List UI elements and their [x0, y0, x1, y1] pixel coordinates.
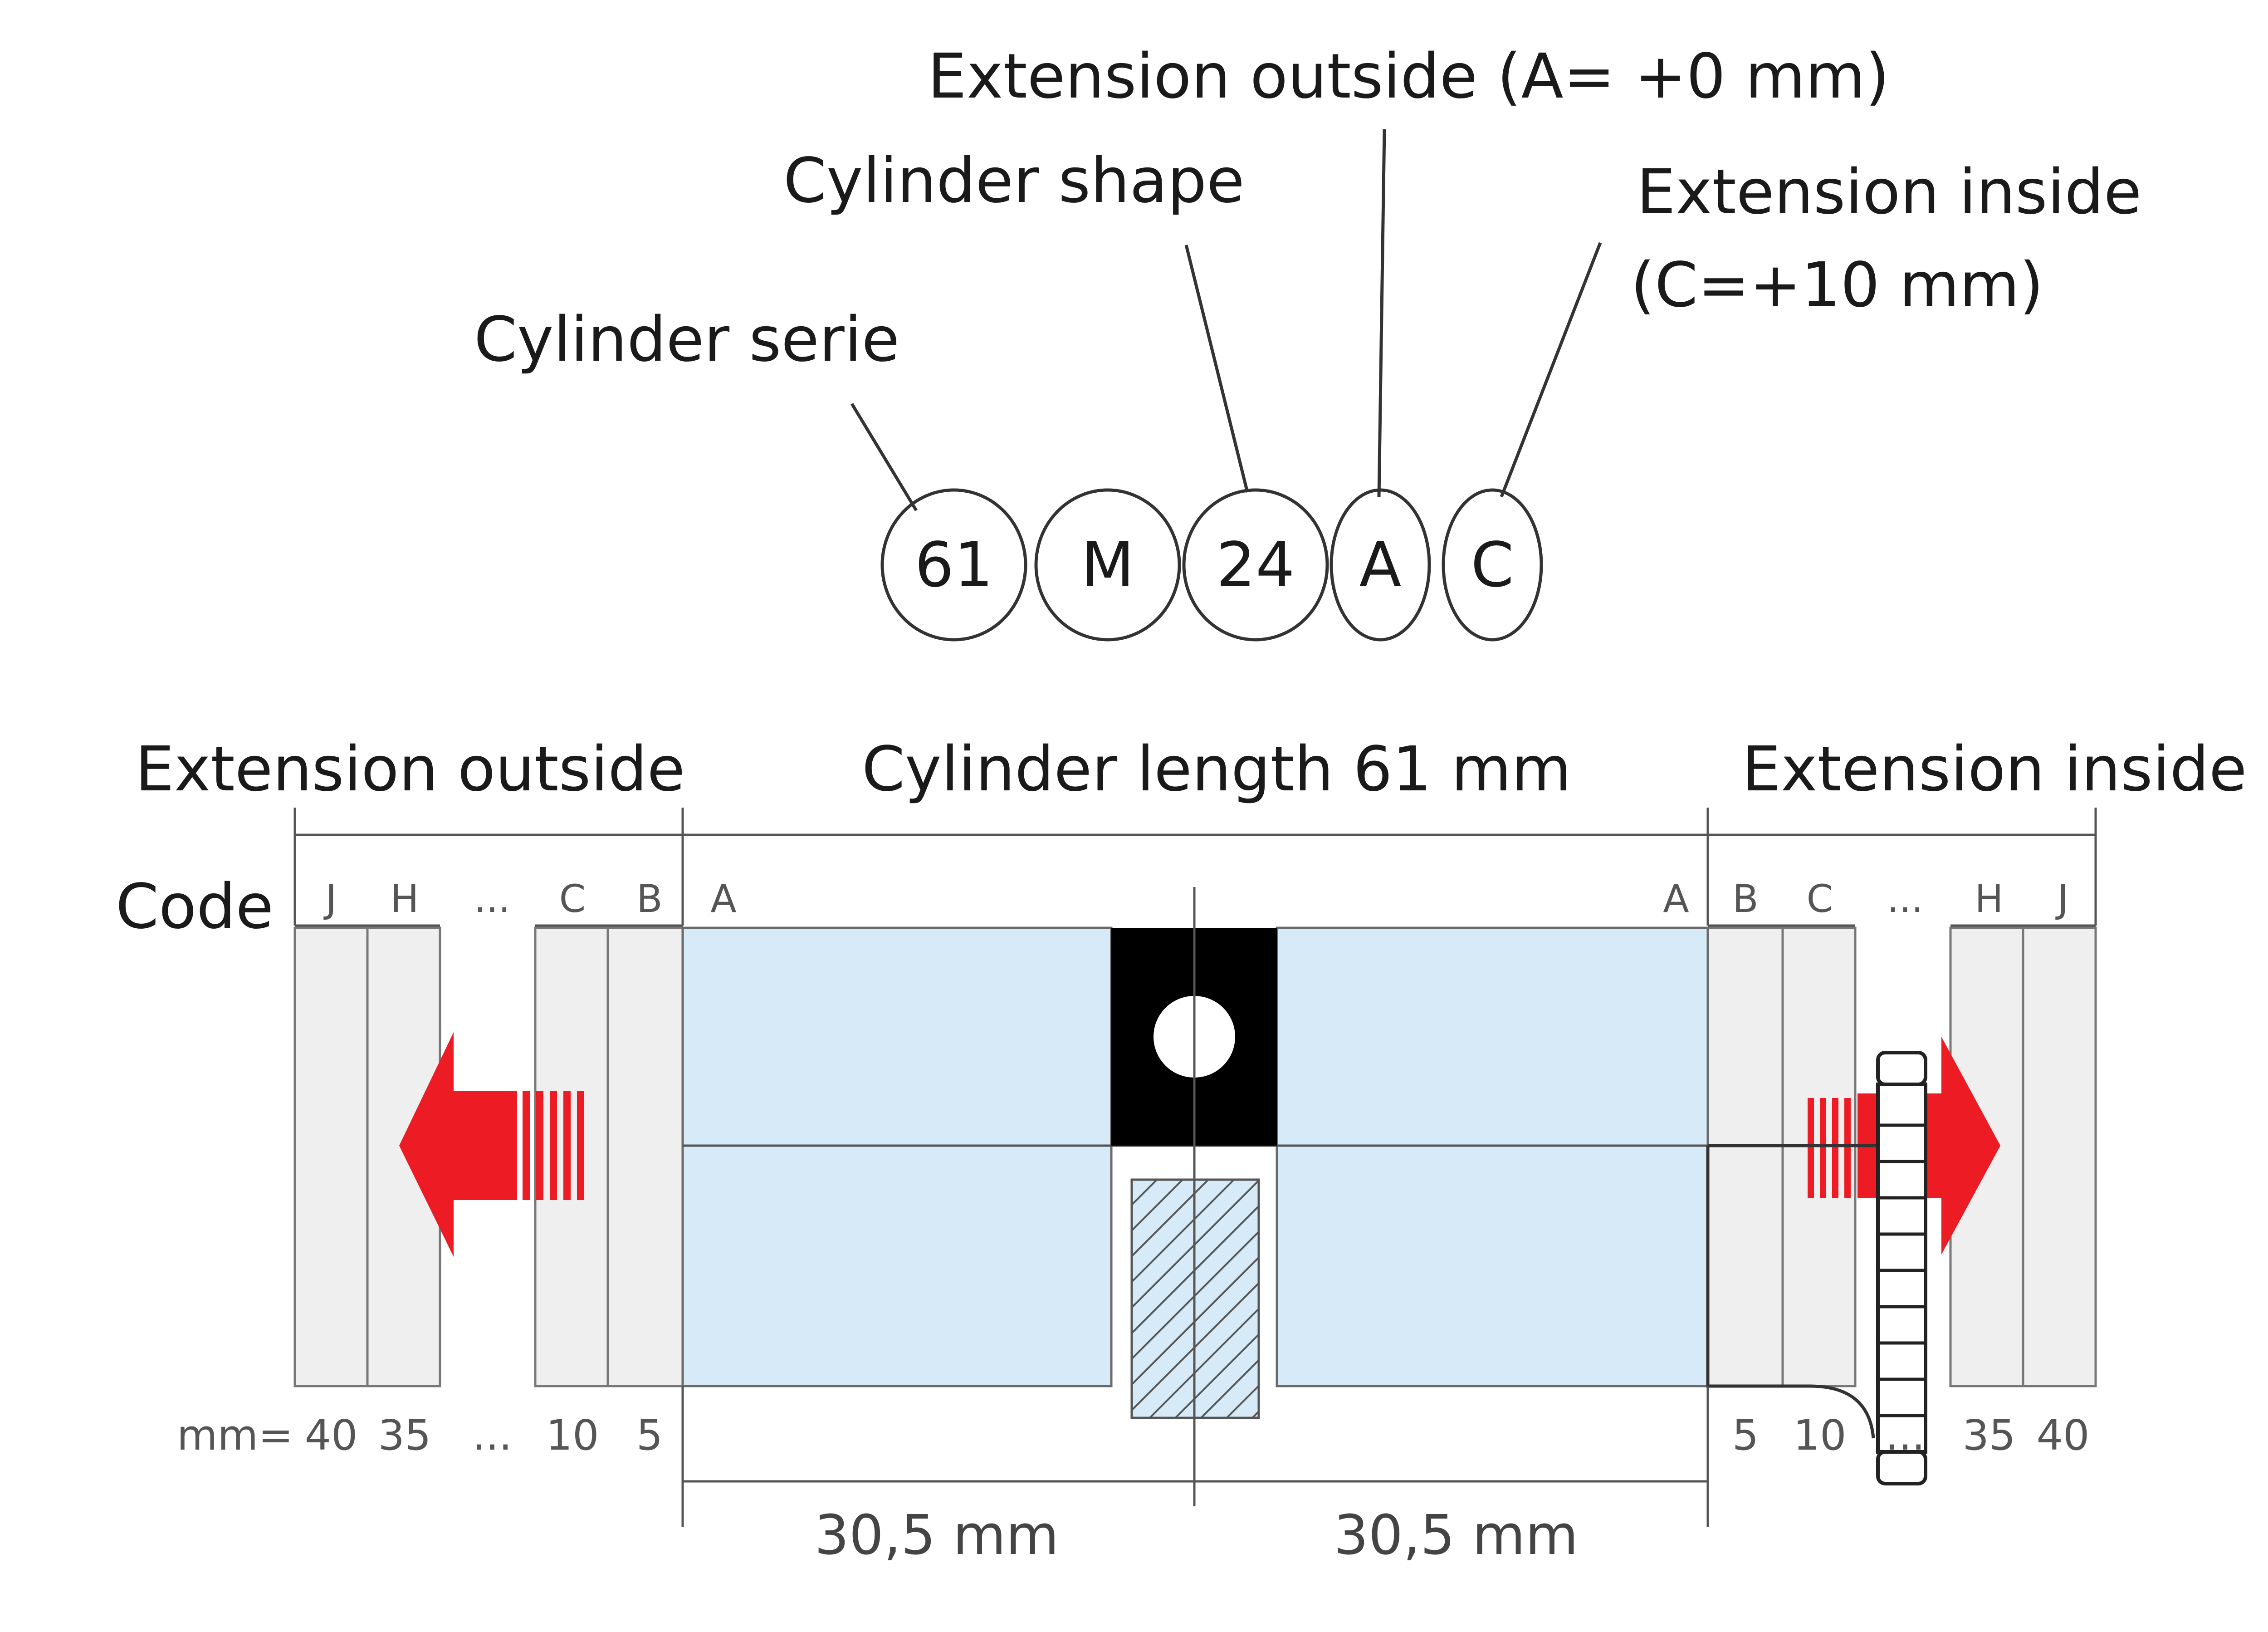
mm-value: 40: [304, 1411, 357, 1460]
code-letter: ...: [474, 877, 510, 921]
shape-leader-line: [1184, 245, 1249, 493]
code-letter: H: [390, 877, 419, 921]
code-part: A: [1359, 529, 1401, 601]
mm-value: 35: [1962, 1411, 2015, 1460]
code-letter: J: [323, 877, 337, 921]
arrow-left-icon: [399, 1032, 584, 1257]
cylinder-length-title: Cylinder length 61 mm: [862, 734, 1571, 805]
cylinder-diagram: Extension outside Cylinder length 61 mm …: [116, 734, 2247, 1567]
extension-segment: [2022, 926, 2097, 1387]
mm-value: 5: [636, 1411, 663, 1460]
code-letter: B: [1732, 877, 1759, 921]
code-letter: A: [1663, 877, 1689, 921]
thumbturn-knob-icon: [1706, 1051, 1927, 1485]
code-part: 24: [1216, 529, 1295, 601]
code-letter: ...: [1887, 877, 1923, 921]
dim-inside-half: 30,5 mm: [1334, 1504, 1578, 1567]
code-bubble-outside: [1330, 488, 1431, 642]
cylinder-half-outside: [681, 926, 1113, 1387]
code-letter: B: [636, 877, 663, 921]
mm-value: 40: [2036, 1411, 2089, 1460]
cylinder-half-inside: [1276, 926, 1709, 1387]
mm-value: 35: [378, 1411, 431, 1460]
code-label: Code: [116, 871, 274, 943]
extension-segment: [1781, 926, 1857, 1387]
cylinder-serie-label: Cylinder serie: [474, 304, 899, 376]
code-bubble-size: [1182, 488, 1329, 642]
ext-inside-code-value: (C=+10 mm): [1631, 250, 2043, 321]
code-letter: C: [559, 877, 586, 921]
code-letter: H: [1975, 877, 2003, 921]
ext-outside-leader-line: [1377, 129, 1386, 497]
cylinder-shape-label: Cylinder shape: [783, 145, 1245, 217]
mm-value: 5: [1732, 1411, 1759, 1460]
code-legend: Extension outside (A= +0 mm) Cylinder sh…: [474, 41, 2142, 642]
code-part: M: [1081, 529, 1134, 601]
ext-outside-code-label: Extension outside (A= +0 mm): [928, 41, 1889, 113]
code-part: C: [1471, 529, 1514, 601]
mm-value: ...: [472, 1411, 512, 1460]
code-bubble-shape: [1034, 488, 1181, 642]
extension-segment: [1706, 926, 1784, 1387]
code-letter: C: [1807, 877, 1833, 921]
code-part: 61: [914, 529, 993, 601]
code-bubble-serie: [880, 488, 1027, 642]
mm-value: 10: [1793, 1411, 1846, 1460]
arrow-right-icon: [1808, 1037, 2000, 1255]
extension-segment: [534, 926, 609, 1387]
dim-outside-half: 30,5 mm: [814, 1504, 1059, 1567]
code-letter: J: [2055, 877, 2069, 921]
ext-inside-code-label: Extension inside: [1637, 157, 2142, 228]
ext-outside-title: Extension outside: [135, 734, 685, 805]
extension-segment: [293, 926, 369, 1387]
extension-segment: [606, 926, 684, 1387]
mm-value: 10: [546, 1411, 599, 1460]
ext-inside-leader-line: [1500, 242, 1602, 498]
serie-leader-line: [850, 403, 918, 511]
code-bubble-inside: [1442, 488, 1543, 642]
mm-value: ...: [1885, 1411, 1925, 1460]
mm-prefix: mm=: [177, 1411, 293, 1460]
code-letter: A: [710, 877, 736, 921]
ext-inside-title: Extension inside: [1742, 734, 2247, 805]
